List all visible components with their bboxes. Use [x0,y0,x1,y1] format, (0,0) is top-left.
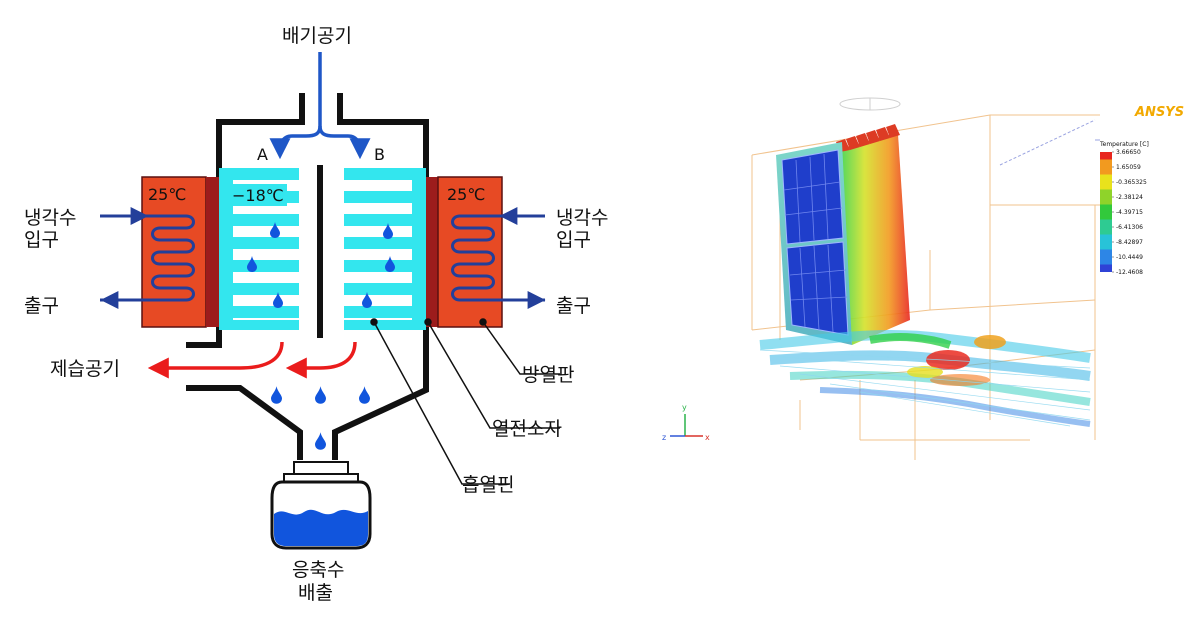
legend-swatch [1100,264,1112,272]
legend-value: -6.41306 [1116,224,1143,231]
dehumidified-air-arrows [147,341,357,379]
coolant-inlet-right-line1: 냉각수 [556,207,608,229]
exhaust-air-arrows [269,52,371,160]
leader-lines [370,318,560,485]
legend-value: -10.4449 [1116,254,1143,261]
legend-value: -8.42897 [1116,239,1143,246]
right-absorb-fins [344,168,426,330]
legend-swatch [1100,152,1112,160]
thermoelectric-label: 열전소자 [492,418,562,440]
drain-label-line2: 배출 [298,582,333,604]
axis-x-label: x [705,433,710,442]
legend-value: -0.365325 [1116,179,1147,186]
coolant-inlet-left-label: 냉각수 입구 [24,207,83,251]
coolant-inlet-left-line1: 냉각수 [24,207,76,229]
outlet-right-label: 출구 [556,295,591,317]
legend-swatch [1100,204,1112,220]
legend-labels: 3.66650 1.65059 -0.365325 -2.38124 -4.39715 -… [1112,149,1147,276]
legend-value: -4.39715 [1116,209,1143,216]
channel-b-label: B [374,145,385,164]
exhaust-air-label: 배기공기 [282,25,352,47]
heat-sink-label: 방열판 [522,364,574,386]
temperature-legend: Temperature [C] 3.66650 1.65059 -0.365325 -… [1099,141,1149,276]
outlet-left-label: 출구 [24,295,59,317]
axis-triad: y x z [662,403,710,442]
legend-swatch [1100,174,1112,190]
legend-value: 3.66650 [1116,149,1141,156]
left-temp-label: 25℃ [148,185,186,204]
absorb-fin-label: 흡열핀 [462,474,514,496]
left-absorb-fins [219,168,299,330]
condensate-bottle [270,461,372,550]
fin-temp-label: −18℃ [232,186,284,205]
left-heat-sink: 25℃ [100,176,219,328]
legend-swatch [1100,249,1112,265]
left-cooling-coil [100,214,195,302]
axis-y-label: y [682,403,687,412]
coolant-inlet-right-label: 냉각수 입구 [556,207,615,251]
ansys-logo: ANSYS [1134,105,1184,120]
legend-title: Temperature [C] [1099,141,1149,148]
coolant-inlet-left-line2: 입구 [24,229,59,251]
legend-swatch [1100,234,1112,250]
drain-label-line1: 응축수 [292,559,344,581]
legend-color-bar [1100,152,1112,272]
channel-a-label: A [257,145,268,164]
legend-value: 1.65059 [1116,164,1141,171]
legend-swatch [1100,159,1112,175]
right-heat-sink: 25℃ [426,176,546,328]
right-temp-label: 25℃ [447,185,485,204]
legend-swatch [1100,189,1112,205]
dehumid-air-label: 제습공기 [50,358,120,380]
legend-swatch [1100,219,1112,235]
flow-field [759,330,1091,427]
ansys-simulation-panel: ANSYS Temperature [C] 3.66650 1.65059 -0.3… [662,97,1184,460]
legend-value: -2.38124 [1116,194,1143,201]
coolant-inlet-right-line2: 입구 [556,229,591,251]
legend-value: -12.4608 [1116,269,1143,276]
axis-z-label: z [662,433,666,442]
right-cooling-coil [451,214,545,302]
